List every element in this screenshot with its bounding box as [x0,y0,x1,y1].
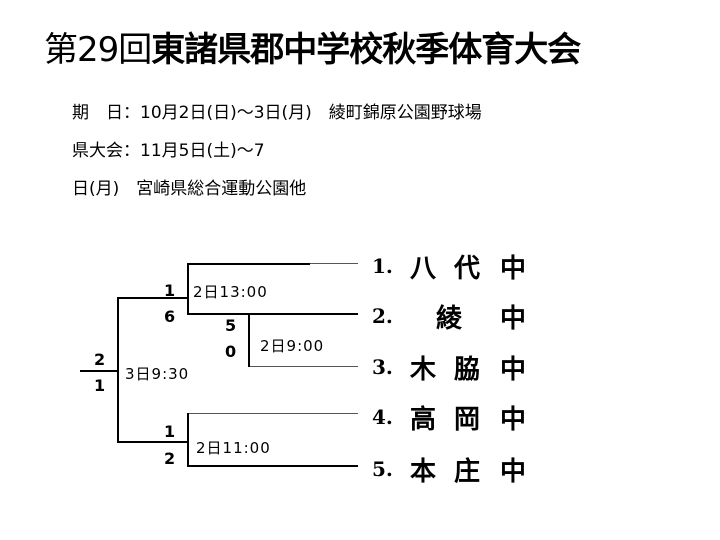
team-number: 4. [372,405,393,429]
team-number: 5. [372,457,393,481]
title-main: 東諸県郡中学校秋季体育大会 [151,30,581,70]
team-school-suffix: 中 [500,355,527,385]
team-name-char: 高 [410,405,437,435]
team-name-char: 岡 [454,405,481,435]
bracket-line [187,465,358,467]
bracket-line [117,441,187,443]
score-m1-bottom: 6 [164,307,176,326]
team-name-char: 綾 [436,304,463,334]
team-number: 3. [372,355,393,379]
team-school-suffix: 中 [500,304,527,334]
team-row-3: 3. 木 脇 中 [370,349,540,385]
team-name-char: 脇 [454,355,481,385]
bracket-line [248,366,358,367]
bracket-line [187,313,248,315]
score-final-bottom: 1 [94,376,106,395]
bracket-line [187,413,358,414]
score-m2-bottom: 0 [225,342,237,361]
bracket-line [117,297,187,299]
team-school-suffix: 中 [500,254,527,284]
team-name-char: 木 [410,355,437,385]
bracket-line [248,313,250,367]
team-name-char: 庄 [454,457,481,487]
score-m1-top: 1 [164,281,176,300]
team-school-suffix: 中 [500,457,527,487]
team-name-char: 代 [454,254,481,284]
bracket-line-team1 [310,263,358,264]
bracket-line [80,370,117,372]
info-schedule: 期 日：10月2日(日)～3日(月) 綾町錦原公園野球場 [72,103,482,123]
score-final-top: 2 [94,350,106,369]
page-title: 第29回東諸県郡中学校秋季体育大会 [44,22,704,71]
team-name-char: 八 [410,254,437,284]
team-school-suffix: 中 [500,405,527,435]
team-number: 1. [372,254,393,278]
team-number: 2. [372,304,393,328]
title-prefix: 第29回 [44,30,152,70]
team-name-char: 本 [410,457,437,487]
team-row-5: 5. 本 庄 中 [370,451,540,487]
time-m1: 2日13:00 [193,283,268,301]
info-prefectural-venue: 日(月) 宮崎県総合運動公園他 [72,179,307,199]
team-row-2: 2. 綾 中 [370,298,540,334]
score-m3-top: 1 [164,422,176,441]
info-prefectural: 県大会：11月5日(土)～7 [72,141,265,161]
score-m2-top: 5 [225,316,237,335]
bracket-line [248,313,358,315]
time-m2: 2日9:00 [260,337,325,355]
bracket-line [187,413,189,467]
time-m3: 2日11:00 [196,439,271,457]
score-m3-bottom: 2 [164,449,176,468]
bracket-line [117,297,119,443]
team-row-4: 4. 高 岡 中 [370,399,540,435]
team-row-1: 1. 八 代 中 [370,248,540,284]
time-final: 3日9:30 [125,365,190,383]
bracket-line [187,263,310,265]
bracket-line [187,263,189,313]
